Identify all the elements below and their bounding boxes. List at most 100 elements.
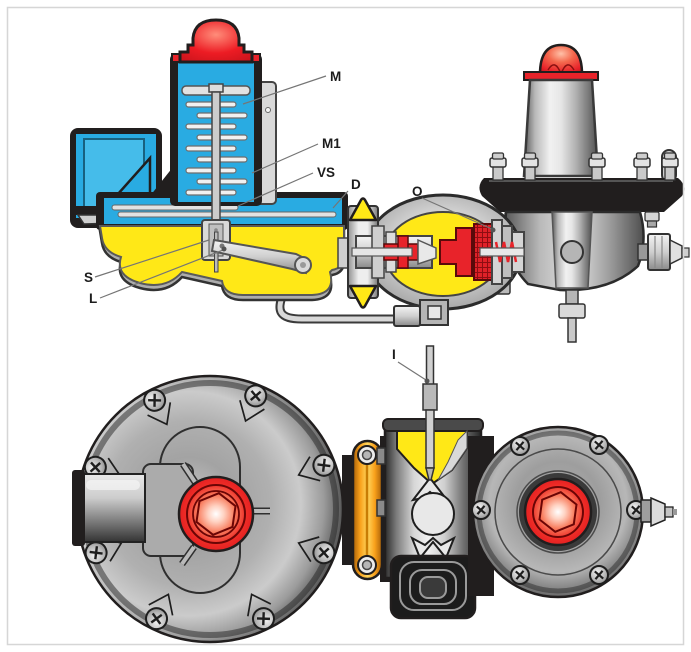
spring-coil <box>196 156 248 163</box>
impulse-tube <box>422 345 438 481</box>
valve-rod <box>351 247 413 257</box>
spring-housing <box>170 18 277 233</box>
valve-chamber <box>337 193 525 311</box>
seal-upper <box>348 197 378 222</box>
nozzle-point <box>673 509 677 515</box>
valve-plug <box>439 227 473 277</box>
flange-bolt <box>588 152 606 181</box>
pipe-fitting <box>393 299 449 327</box>
valve-rod-right <box>479 247 525 257</box>
bottom-tap <box>558 289 586 343</box>
spring-coil <box>196 178 248 185</box>
spring-coil <box>185 189 237 196</box>
center-cap-ring-outer <box>177 475 255 553</box>
outlet-screw <box>470 499 492 521</box>
center-cap-pins <box>179 462 270 567</box>
outlet-fitting <box>637 233 690 271</box>
cap-pin <box>181 462 197 484</box>
lower-body <box>98 225 346 302</box>
leader-line-O <box>421 197 493 230</box>
cutaway-face <box>437 429 468 481</box>
flange-nut <box>644 211 660 228</box>
callout-VS: VS <box>317 165 335 180</box>
fitting-neck <box>637 243 649 261</box>
outlet-cover-ring <box>516 470 600 554</box>
callout-I: I <box>392 347 396 362</box>
outlet-cap-ring-outer <box>523 477 593 547</box>
spring-coil <box>196 112 248 119</box>
tap-tube <box>567 317 577 343</box>
impulse-tube-tip <box>425 467 435 481</box>
leader-line-S <box>94 239 210 278</box>
leader-line-M <box>242 75 327 105</box>
adjustment-cap <box>171 18 261 64</box>
valve-cone <box>417 238 437 266</box>
flow-ball <box>411 492 455 536</box>
spring-coil <box>185 123 237 130</box>
tower-dome <box>538 43 584 76</box>
body-tab <box>376 447 386 465</box>
tap-neck <box>565 289 579 305</box>
callout-O: O <box>412 184 423 199</box>
leader-line-M1 <box>251 143 319 174</box>
outlet-cap-ring <box>532 486 584 538</box>
flow-fletching <box>410 535 456 560</box>
center-cap <box>177 475 255 553</box>
outlet-cover-ring <box>494 448 622 576</box>
callout-S: S <box>84 270 93 285</box>
callout-L: L <box>89 291 97 306</box>
union-clamp <box>351 439 384 581</box>
spring-coil <box>185 145 237 152</box>
center-cap-hex <box>195 492 237 536</box>
thread-ring <box>419 576 447 599</box>
outlet-screw <box>509 564 531 586</box>
outlet-cap-hex <box>538 491 578 533</box>
fitting-cone <box>669 238 683 266</box>
nozzle-cone <box>650 496 666 528</box>
lever-pivot-hole <box>300 262 306 268</box>
threaded-outlet <box>389 554 477 620</box>
leader-line-D <box>332 190 349 209</box>
leader-dot-I <box>424 378 430 384</box>
callout-M: M <box>330 69 341 84</box>
clamp-bolt-hex <box>361 449 373 461</box>
fitting-tip <box>681 247 690 258</box>
impulse-tube-collar <box>422 383 438 411</box>
leader-dot-L <box>221 246 227 252</box>
flange-bolt <box>661 152 679 181</box>
center-cap-ring <box>186 484 246 544</box>
nozzle-neck <box>640 499 652 523</box>
center-cap-ring <box>192 490 240 538</box>
outlet-screw <box>509 435 531 457</box>
callout-D: D <box>351 177 361 192</box>
leader-line-VS <box>237 172 314 207</box>
page-frame <box>6 6 685 646</box>
nozzle-tip <box>664 506 674 518</box>
tower-port <box>560 240 584 264</box>
backplate-hole <box>265 107 271 113</box>
flange-bolt <box>521 152 539 181</box>
spring-coil <box>185 101 237 108</box>
outlet-cover <box>470 425 677 599</box>
vent-nozzle <box>640 496 677 528</box>
spring-coil <box>196 134 248 141</box>
leader-dot-O <box>490 227 496 233</box>
callout-M1: M1 <box>322 136 341 151</box>
guide-pin <box>214 228 218 232</box>
adjustment-stem <box>211 91 221 233</box>
body-tab <box>376 499 386 517</box>
outlet-screw <box>588 564 610 586</box>
pipe-union <box>393 305 421 327</box>
leader-line-L <box>99 249 224 299</box>
cap-pin <box>180 545 196 566</box>
leader-line-I <box>397 361 427 381</box>
spring-coil <box>185 167 237 174</box>
callouts-top: M M1 VS D O S L <box>84 69 496 306</box>
inlet-pipe-flange <box>72 470 85 546</box>
plan-view: I <box>72 345 677 644</box>
inlet-pipe <box>72 470 146 546</box>
tower-flange <box>479 178 685 212</box>
inlet-pipe-highlight <box>86 480 140 490</box>
